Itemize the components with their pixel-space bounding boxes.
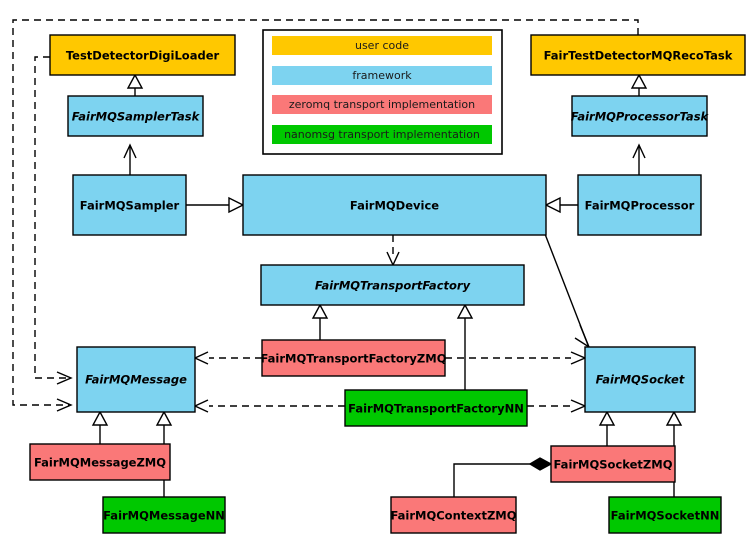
arrowhead-processor-processortask (632, 143, 646, 159)
node-tfzmq[interactable]: FairMQTransportFactoryZMQ (260, 339, 447, 377)
node-label-sampler: FairMQSampler (80, 199, 180, 213)
node-processortask[interactable]: FairMQProcessorTask (571, 95, 710, 137)
node-box-messagenn[interactable] (102, 496, 226, 534)
arrowhead-recotask-message (56, 398, 73, 412)
node-label-socketnn: FairMQSocketNN (611, 509, 720, 523)
node-box-transportfactory[interactable] (260, 264, 525, 306)
node-label-tfzmq: FairMQTransportFactoryZMQ (260, 352, 446, 366)
arrowhead-device-socket (574, 324, 591, 349)
node-label-processor: FairMQProcessor (585, 199, 695, 213)
node-device[interactable]: FairMQDevice (242, 174, 547, 236)
arrowhead-processor-device (544, 196, 561, 214)
node-box-socketnn[interactable] (608, 496, 722, 534)
node-sampler[interactable]: FairMQSampler (72, 174, 187, 236)
node-box-sampler[interactable] (72, 174, 187, 236)
node-box-processor[interactable] (577, 174, 702, 236)
node-box-device[interactable] (242, 174, 547, 236)
legend-swatch-framework (272, 66, 492, 85)
node-box-tfnn[interactable] (344, 389, 528, 427)
node-messagezmq[interactable]: FairMQMessageZMQ (29, 443, 171, 481)
legend-label-nanomsg: nanomsg transport implementation (284, 128, 480, 141)
node-box-message[interactable] (76, 346, 196, 413)
node-box-messagezmq[interactable] (29, 443, 171, 481)
node-box-recotask[interactable] (530, 34, 746, 76)
node-messagenn[interactable]: FairMQMessageNN (102, 496, 226, 534)
legend-label-framework: framework (352, 69, 412, 82)
arrowhead-digiloader-message (56, 371, 73, 385)
node-label-processortask: FairMQProcessorTask (571, 110, 710, 124)
legend-swatch-zeromq (272, 95, 492, 114)
node-contextzmq[interactable]: FairMQContextZMQ (390, 496, 517, 534)
node-box-tfzmq[interactable] (261, 339, 446, 377)
node-socketzmq[interactable]: FairMQSocketZMQ (550, 445, 676, 483)
legend-item-nanomsg: nanomsg transport implementation (272, 125, 492, 144)
arrowhead-socketzmq-socket (598, 410, 616, 426)
node-processor[interactable]: FairMQProcessor (577, 174, 702, 236)
node-box-contextzmq[interactable] (390, 496, 517, 534)
node-label-digiloader: TestDetectorDigiLoader (66, 49, 220, 63)
node-label-socket: FairMQSocket (596, 373, 685, 387)
node-socketnn[interactable]: FairMQSocketNN (608, 496, 722, 534)
node-label-samplertask: FairMQSamplerTask (72, 110, 201, 124)
node-socket[interactable]: FairMQSocket (584, 346, 696, 413)
arrowhead-tfnn-transportfactory (456, 303, 474, 319)
node-box-socketzmq[interactable] (550, 445, 676, 483)
node-recotask[interactable]: FairTestDetectorMQRecoTask (530, 34, 746, 76)
node-box-socket[interactable] (584, 346, 696, 413)
node-transportfactory[interactable]: FairMQTransportFactory (260, 264, 525, 306)
arrowhead-messagenn-message (155, 410, 173, 426)
arrowhead-tfzmq-message (193, 351, 209, 365)
legend-item-framework: framework (272, 66, 492, 85)
node-layer: TestDetectorDigiLoader FairMQSamplerTask… (29, 34, 746, 534)
arrowhead-samplertask-digiloader (126, 73, 144, 89)
node-samplertask[interactable]: FairMQSamplerTask (67, 95, 204, 137)
legend-item-zeromq: zeromq transport implementation (272, 95, 492, 114)
node-tfnn[interactable]: FairMQTransportFactoryNN (344, 389, 528, 427)
node-label-device: FairMQDevice (350, 199, 439, 213)
node-label-contextzmq: FairMQContextZMQ (390, 509, 516, 523)
arrowhead-tfzmq-socket (570, 351, 587, 365)
arrowhead-tfnn-message (193, 399, 209, 413)
edge-contextzmq-socketzmq (453, 463, 531, 497)
legend-item-user-code: user code (272, 36, 492, 55)
node-label-messagezmq: FairMQMessageZMQ (34, 456, 166, 470)
node-message[interactable]: FairMQMessage (76, 346, 196, 413)
edge-recotask-message (12, 19, 639, 406)
arrowhead-tfnn-socket (570, 399, 587, 413)
arrowhead-tfzmq-transportfactory (311, 303, 329, 319)
arrowhead-messagezmq-message (91, 410, 109, 426)
node-label-message: FairMQMessage (85, 373, 187, 387)
node-box-processortask[interactable] (571, 95, 708, 137)
node-box-digiloader[interactable] (49, 34, 236, 76)
node-label-recotask: FairTestDetectorMQRecoTask (544, 49, 733, 63)
legend: user code framework zeromq transport imp… (262, 29, 503, 155)
edge-layer (12, 19, 683, 497)
arrowhead-sampler-samplertask (123, 143, 137, 159)
arrowhead-socketnn-socket (665, 410, 683, 426)
node-label-tfnn: FairMQTransportFactoryNN (348, 402, 524, 416)
node-label-transportfactory: FairMQTransportFactory (315, 279, 471, 293)
node-label-messagenn: FairMQMessageNN (103, 509, 225, 523)
arrowhead-processortask-recotask (630, 73, 648, 89)
node-digiloader[interactable]: TestDetectorDigiLoader (49, 34, 236, 76)
diamond-contextzmq-socketzmq (528, 457, 553, 471)
legend-label-zeromq: zeromq transport implementation (289, 98, 475, 111)
legend-swatch-user-code (272, 36, 492, 55)
legend-label-user-code: user code (355, 39, 409, 52)
node-box-samplertask[interactable] (67, 95, 204, 137)
edge-digiloader-message (34, 56, 69, 379)
legend-swatch-nanomsg (272, 125, 492, 144)
node-label-socketzmq: FairMQSocketZMQ (554, 458, 673, 472)
arrowhead-sampler-device (228, 196, 245, 214)
